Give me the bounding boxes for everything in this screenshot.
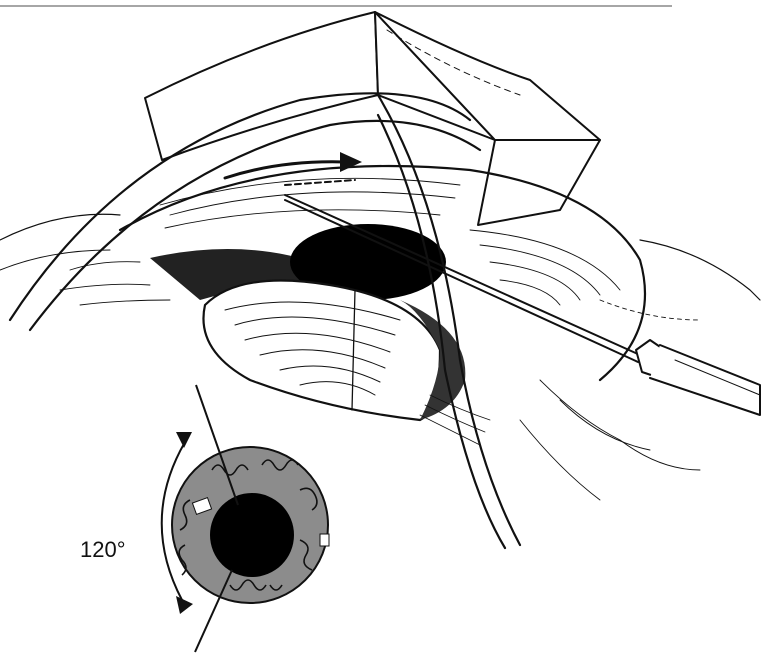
retractor-block — [145, 12, 600, 225]
iris-inset — [172, 385, 329, 652]
lens — [203, 281, 465, 421]
direction-arrow — [225, 152, 362, 178]
angle-label: 120° — [80, 539, 126, 561]
